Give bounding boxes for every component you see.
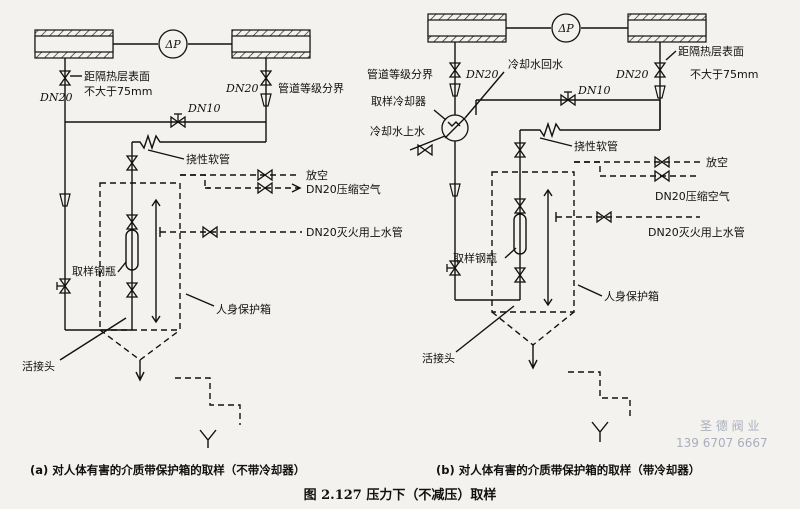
bottle-label: 取样钢瓶: [453, 251, 497, 265]
hose-label: 挠性软管: [186, 152, 230, 166]
figure-title: 图 2.127 压力下（不减压）取样: [304, 487, 497, 503]
union-label: 活接头: [22, 360, 55, 373]
fire-label: DN20灭火用上水管: [306, 225, 403, 239]
dn10-label: DN10: [577, 84, 610, 97]
dp-label: ΔP: [557, 22, 574, 35]
protection-box: [491, 171, 575, 313]
drain-valve: [56, 278, 71, 294]
watermark-phone: 139 6707 6667: [676, 436, 768, 450]
orifice-dp: ΔP: [158, 29, 188, 59]
insulation-label-2: 不大于75mm: [84, 84, 152, 98]
flexible-hose: [520, 121, 660, 139]
watermark-company: 圣 德 阀 业: [700, 418, 759, 433]
orifice-dp: ΔP: [551, 13, 581, 43]
insulation-label: 距隔热层表面: [678, 44, 744, 58]
air-label: DN20压缩空气: [655, 189, 730, 203]
dp-label: ΔP: [164, 38, 181, 51]
insulation-label: 距隔热层表面: [84, 69, 150, 83]
dn10-valve: [560, 91, 576, 106]
box-label: 人身保护箱: [604, 289, 659, 303]
dn20-label: DN20: [225, 82, 258, 95]
cw-supply-label: 冷却水上水: [370, 125, 425, 138]
dn20-label: DN20: [615, 68, 648, 81]
box-label: 人身保护箱: [216, 302, 271, 316]
protection-box: [99, 182, 181, 331]
air-label: DN20压缩空气: [306, 182, 381, 196]
flexible-hose: [132, 133, 266, 151]
dn10-valve: [170, 113, 186, 128]
dn10-label: DN10: [187, 102, 220, 115]
process-pipe-right: [581, 13, 707, 43]
union-label: 活接头: [422, 352, 455, 365]
dn20-label: DN20: [39, 91, 72, 104]
fire-label: DN20灭火用上水管: [648, 225, 745, 239]
process-pipe-left: [427, 13, 551, 43]
caption-b: (b) 对人体有害的介质带保护箱的取样（带冷却器）: [436, 463, 700, 477]
diagram-b: ΔP 管道等级分界 DN20 取样冷却器 冷却水回水 冷却水上水 取样钢瓶 DN…: [367, 13, 758, 442]
cw-return-label: 冷却水回水: [508, 58, 563, 71]
bottle-label: 取样钢瓶: [72, 264, 116, 278]
cw-supply-valve: [417, 144, 433, 156]
dn20-label: DN20: [465, 68, 498, 81]
boundary-label: 管道等级分界: [367, 67, 433, 81]
insulation-label-2: 不大于75mm: [690, 67, 758, 81]
vent-label: 放空: [706, 155, 728, 169]
process-pipe-right: [188, 29, 311, 59]
process-pipe-left: [34, 29, 158, 59]
hose-label: 挠性软管: [574, 139, 618, 153]
caption-a: (a) 对人体有害的介质带保护箱的取样（不带冷却器）: [30, 463, 305, 477]
boundary-label: 管道等级分界: [278, 81, 344, 95]
diagram-a: ΔP 距隔热层表面 不大于75mm DN20 DN20 管道等级分界 DN10 …: [22, 29, 403, 448]
vent-label: 放空: [306, 168, 328, 182]
air-valve: [654, 170, 670, 182]
cooler-label: 取样冷却器: [371, 94, 426, 108]
